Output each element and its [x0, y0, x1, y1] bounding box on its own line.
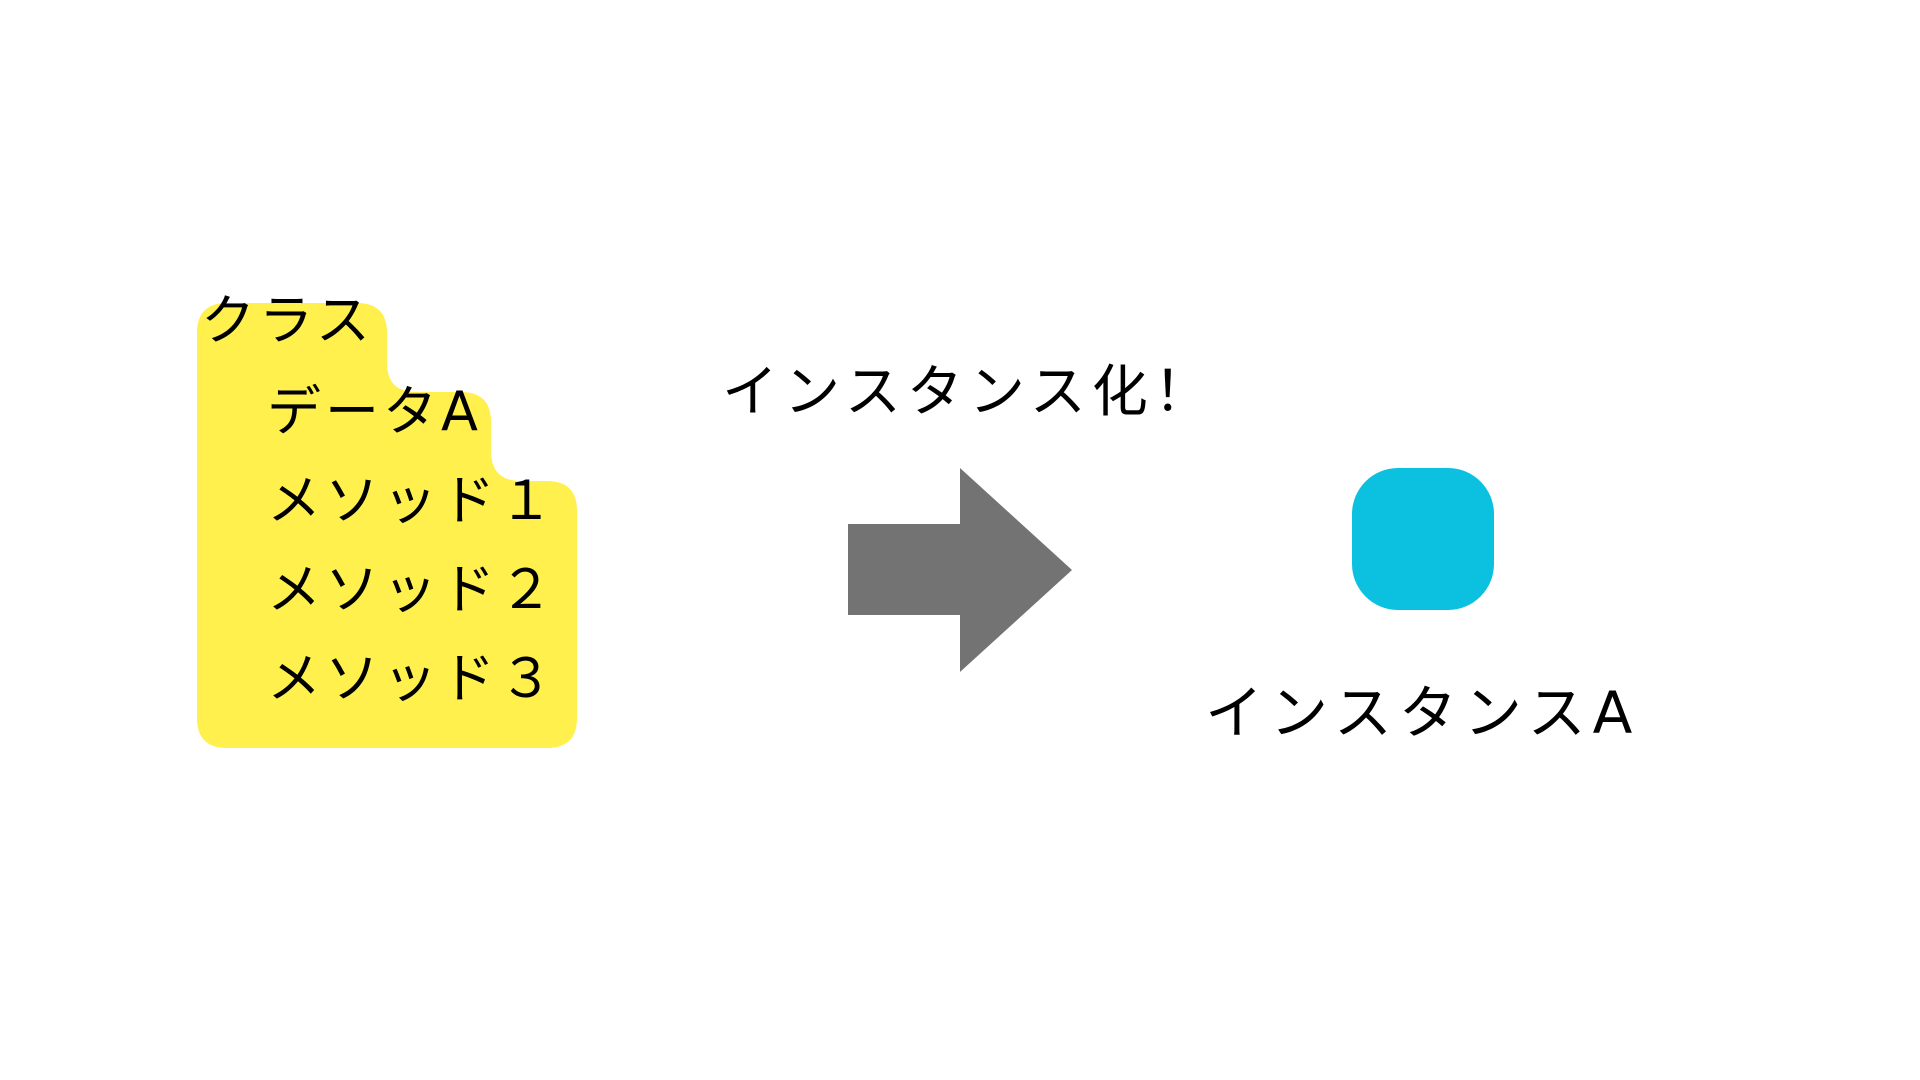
class-member-method-2: メソッド２	[267, 558, 557, 621]
class-block: クラス データA メソッド１ メソッド２ メソッド３	[197, 291, 577, 748]
right-arrow-icon	[848, 468, 1072, 672]
class-member-data: データA	[267, 380, 482, 443]
class-title: クラス	[201, 289, 374, 352]
class-block-shape	[197, 303, 577, 748]
instantiate-caption: インスタンス化！	[722, 360, 1216, 425]
class-member-method-3: メソッド３	[267, 647, 557, 710]
instance-shape	[1352, 468, 1494, 610]
class-block-background	[197, 303, 577, 748]
class-member-method-1: メソッド１	[267, 469, 557, 532]
instance-label: インスタンスA	[1205, 679, 1640, 747]
